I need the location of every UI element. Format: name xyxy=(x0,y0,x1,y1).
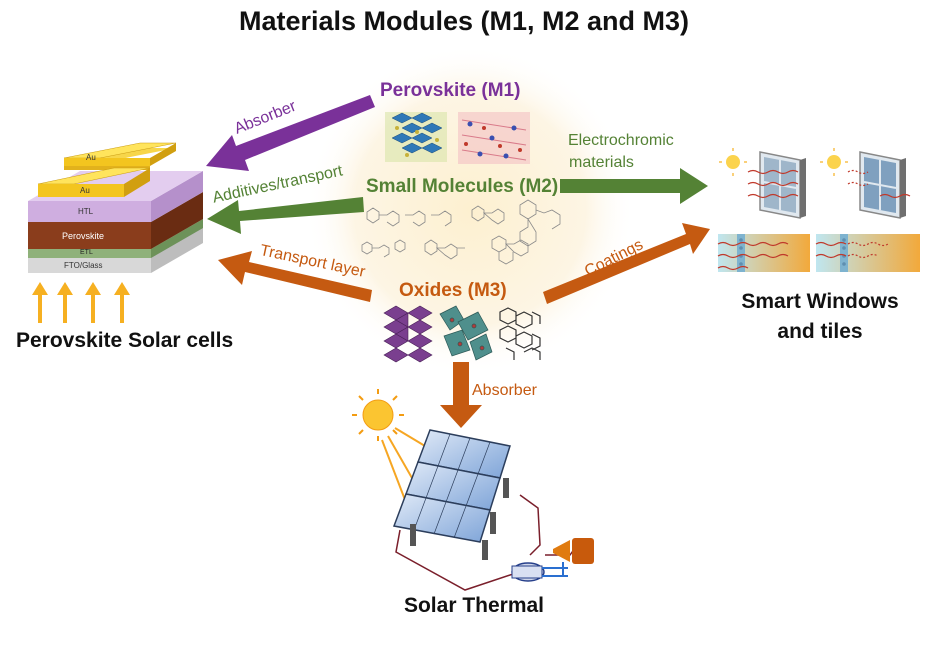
layer-htl: HTL xyxy=(78,207,94,216)
solar-cells-caption: Perovskite Solar cells xyxy=(16,329,234,352)
sun-icon-window-2 xyxy=(820,148,848,176)
tile-strip-1 xyxy=(717,234,810,272)
au-electrode-front xyxy=(37,167,151,197)
transport-arrow xyxy=(218,251,372,302)
page-title: Materials Modules (M1, M2 and M3) xyxy=(238,6,690,36)
smart-window-2 xyxy=(847,151,911,219)
layer-au-front: Au xyxy=(80,186,90,195)
incident-light-arrows xyxy=(32,282,130,323)
tile-strip-2 xyxy=(815,234,920,272)
sun-icon-window-1 xyxy=(719,148,747,176)
smart-windows-caption-line1: Smart Windows xyxy=(741,290,899,313)
electrochromic-label-line2: materials xyxy=(569,154,634,171)
layer-au-back: Au xyxy=(86,153,96,162)
smart-window-1 xyxy=(747,151,806,219)
electrochromic-label-line1: Electrochromic xyxy=(568,132,674,149)
module-m1-label: Perovskite (M1) xyxy=(380,80,521,101)
oxide-structure-2 xyxy=(439,305,493,361)
module-m3-label: Oxides (M3) xyxy=(399,280,507,301)
oxide-structure-1 xyxy=(383,305,433,363)
layer-perovskite: Perovskite xyxy=(62,231,105,241)
solar-panel-array xyxy=(392,429,511,560)
sun-icon-thermal xyxy=(352,389,404,441)
perovskite-crystal-2 xyxy=(458,112,530,164)
turbine-generator xyxy=(553,538,594,576)
absorber-down-label: Absorber xyxy=(472,382,537,399)
module-m2-label: Small Molecules (M2) xyxy=(366,176,559,197)
layer-fto-glass: FTO/Glass xyxy=(64,261,103,270)
absorber-down-arrow xyxy=(440,362,482,428)
oxide-structure-3 xyxy=(499,307,541,360)
heat-exchanger xyxy=(511,562,568,582)
solar-cell-stack xyxy=(27,142,204,273)
absorber-arrow-left xyxy=(206,95,375,171)
solar-thermal-caption: Solar Thermal xyxy=(403,594,545,617)
perovskite-crystal-1 xyxy=(385,112,447,162)
smart-windows-caption-line2: and tiles xyxy=(777,320,863,343)
layer-etl: ETL xyxy=(80,249,93,256)
au-electrode-back xyxy=(63,142,177,170)
coatings-arrow xyxy=(543,223,710,304)
additives-arrow xyxy=(207,197,364,234)
electrochromic-arrow xyxy=(560,168,708,204)
small-molecule-structures xyxy=(361,199,561,265)
